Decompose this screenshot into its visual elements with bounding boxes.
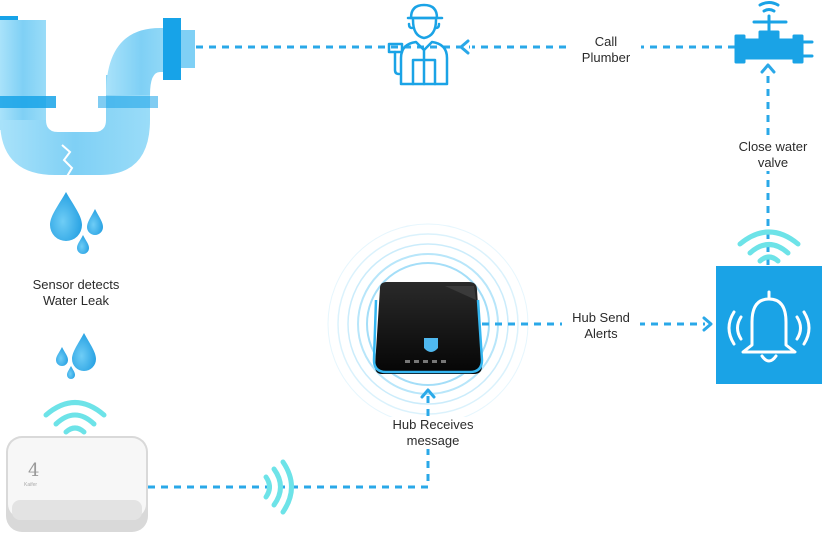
plumber-icon: [387, 3, 449, 86]
water-valve-icon: [734, 1, 814, 64]
leak-sensor-device-icon: 4 Kaifer: [6, 436, 148, 532]
alarm-bell-icon: [716, 266, 822, 384]
wifi-signal-icon: [737, 229, 801, 264]
arrowhead-to-bell: [702, 316, 713, 332]
label-hub-receives-message: Hub Receives message: [379, 417, 487, 449]
label-hub-send-alerts: Hub Send Alerts: [562, 310, 640, 342]
wifi-signal-icon: [263, 459, 294, 515]
leaking-pipe-icon: [0, 16, 195, 179]
hub-led-dots: [405, 360, 446, 363]
arrowhead-to-hub: [420, 388, 436, 399]
label-call-plumber: Call Plumber: [571, 34, 641, 66]
connector-arrowheads: [420, 39, 776, 399]
water-drop-icon: [56, 333, 96, 379]
sensor-brand-text: Kaifer: [24, 482, 37, 488]
arrowhead-to-plumber: [459, 39, 470, 55]
hub-device-icon: [372, 282, 484, 374]
label-close-water-valve: Close water valve: [724, 139, 822, 171]
wifi-signal-icon: [43, 400, 107, 435]
sensor-brand-mark: 4: [28, 460, 39, 481]
label-sensor-detects-water-leak: Sensor detects Water Leak: [32, 277, 120, 308]
arrowhead-to-valve: [760, 63, 776, 74]
water-drop-icon: [50, 192, 103, 254]
